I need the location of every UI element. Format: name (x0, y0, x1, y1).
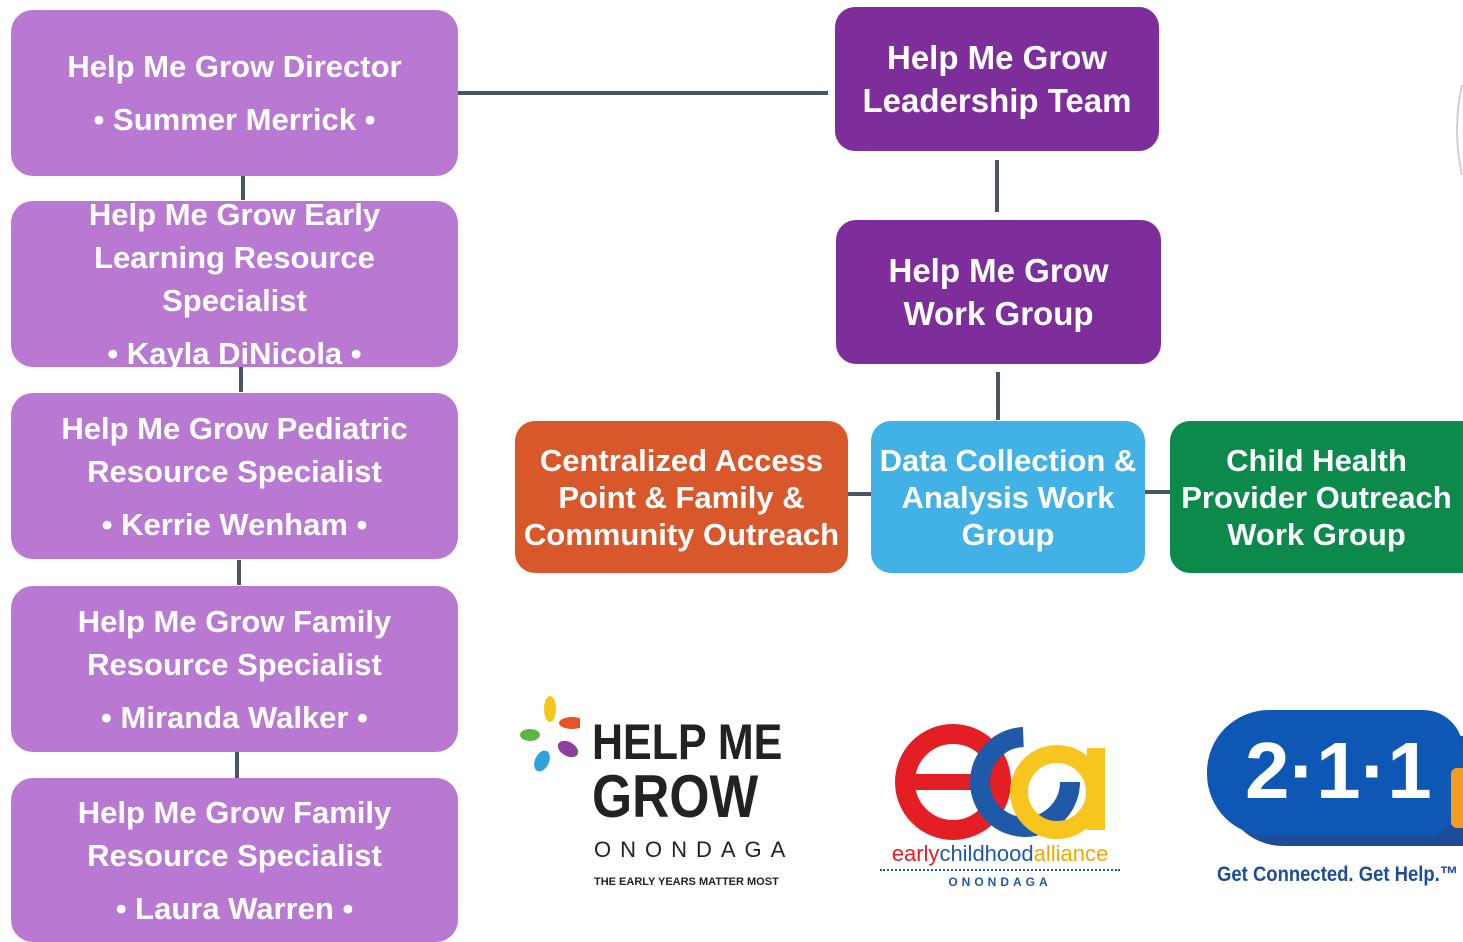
connector-data-childhealth (1145, 490, 1170, 494)
early-learning-specialist-name: • Kayla DiNicola • (107, 336, 362, 371)
data-collection-box: Data Collection & Analysis Work Group (871, 421, 1145, 573)
early-learning-specialist-box: Help Me Grow Early Learning Resource Spe… (11, 197, 458, 371)
family-specialist-title-1: Help Me Grow Family Resource Specialist (77, 603, 392, 682)
child-health-line2: Provider Outreach (1181, 479, 1452, 515)
eca-wordmark: earlychildhoodalliance (875, 841, 1125, 867)
pediatric-specialist-title: Help Me Grow Pediatric Resource Speciali… (61, 410, 408, 489)
pediatric-specialist-box: Help Me Grow Pediatric Resource Speciali… (11, 393, 458, 559)
early-childhood-alliance-logo: earlychildhoodalliance ONONDAGA (875, 710, 1125, 895)
eca-word-alliance: alliance (1033, 841, 1109, 866)
leadership-line2: Leadership Team (862, 82, 1132, 119)
work-group-line1: Help Me Grow (888, 252, 1109, 289)
leadership-team-box: Help Me Grow Leadership Team (835, 7, 1159, 151)
hmg-line2: GROW (592, 763, 759, 830)
family-specialist-box-2: Help Me Grow Family Resource Specialist … (11, 778, 458, 942)
hmg-line3: ONONDAGA (594, 837, 795, 862)
two-one-one-accent (1451, 768, 1463, 828)
eca-word-childhood: childhood (939, 841, 1034, 866)
child-health-line1: Child Health (1226, 442, 1407, 478)
centralized-access-line1: Centralized Access (539, 442, 824, 478)
child-health-line3: Work Group (1227, 516, 1406, 552)
connector-workgroup-data (996, 372, 1000, 420)
data-collection-line3: Group (961, 516, 1055, 552)
connector-leadership-workgroup (995, 160, 999, 212)
partial-circle-decoration (1456, 84, 1463, 176)
two-one-one-badge (1207, 710, 1463, 836)
connector-staff-3 (237, 560, 241, 585)
hmg-tagline: THE EARLY YEARS MATTER MOST (594, 876, 779, 888)
help-me-grow-logo: HELP ME GROW ONONDAGA THE EARLY YEARS MA… (520, 695, 790, 895)
director-name: • Summer Merrick • (93, 102, 376, 137)
director-box: Help Me Grow Director • Summer Merrick • (11, 10, 458, 176)
connector-staff-4 (235, 752, 239, 778)
director-title: Help Me Grow Director (67, 49, 402, 84)
pediatric-specialist-name: • Kerrie Wenham • (101, 506, 368, 542)
connector-director-leadership (458, 91, 828, 95)
early-learning-specialist-title: Help Me Grow Early Learning Resource Spe… (88, 197, 381, 318)
centralized-access-box: Centralized Access Point & Family & Comm… (515, 421, 848, 573)
eca-mark-icon (895, 724, 1105, 840)
family-specialist-name-2: • Laura Warren • (115, 890, 354, 926)
eca-divider (880, 869, 1120, 871)
family-specialist-box-1: Help Me Grow Family Resource Specialist … (11, 586, 458, 752)
data-collection-line2: Analysis Work (901, 479, 1115, 515)
centralized-access-line2: Point & Family & (558, 479, 805, 515)
connector-access-data (848, 492, 872, 496)
two-one-one-logo: 2·1·1 Get Connected. Get Help.™ (1205, 708, 1463, 898)
eca-word-early: early (891, 841, 940, 866)
centralized-access-line3: Community Outreach (523, 516, 840, 552)
data-collection-line1: Data Collection & (879, 442, 1137, 478)
connector-staff-2 (239, 367, 243, 392)
eca-sub: ONONDAGA (948, 875, 1052, 889)
family-specialist-title-2: Help Me Grow Family Resource Specialist (77, 794, 392, 873)
two-one-one-mark: 2·1·1 (1245, 726, 1432, 815)
flower-icon (520, 696, 580, 772)
work-group-line2: Work Group (903, 295, 1094, 332)
work-group-box: Help Me Grow Work Group (836, 220, 1161, 364)
family-specialist-name-1: • Miranda Walker • (101, 699, 368, 735)
child-health-box: Child Health Provider Outreach Work Grou… (1170, 421, 1463, 573)
two-one-one-tagline: Get Connected. Get Help.™ (1217, 863, 1459, 886)
connector-staff-1 (241, 176, 245, 200)
hmg-line1: HELP ME (592, 714, 783, 770)
leadership-line1: Help Me Grow (886, 39, 1108, 76)
